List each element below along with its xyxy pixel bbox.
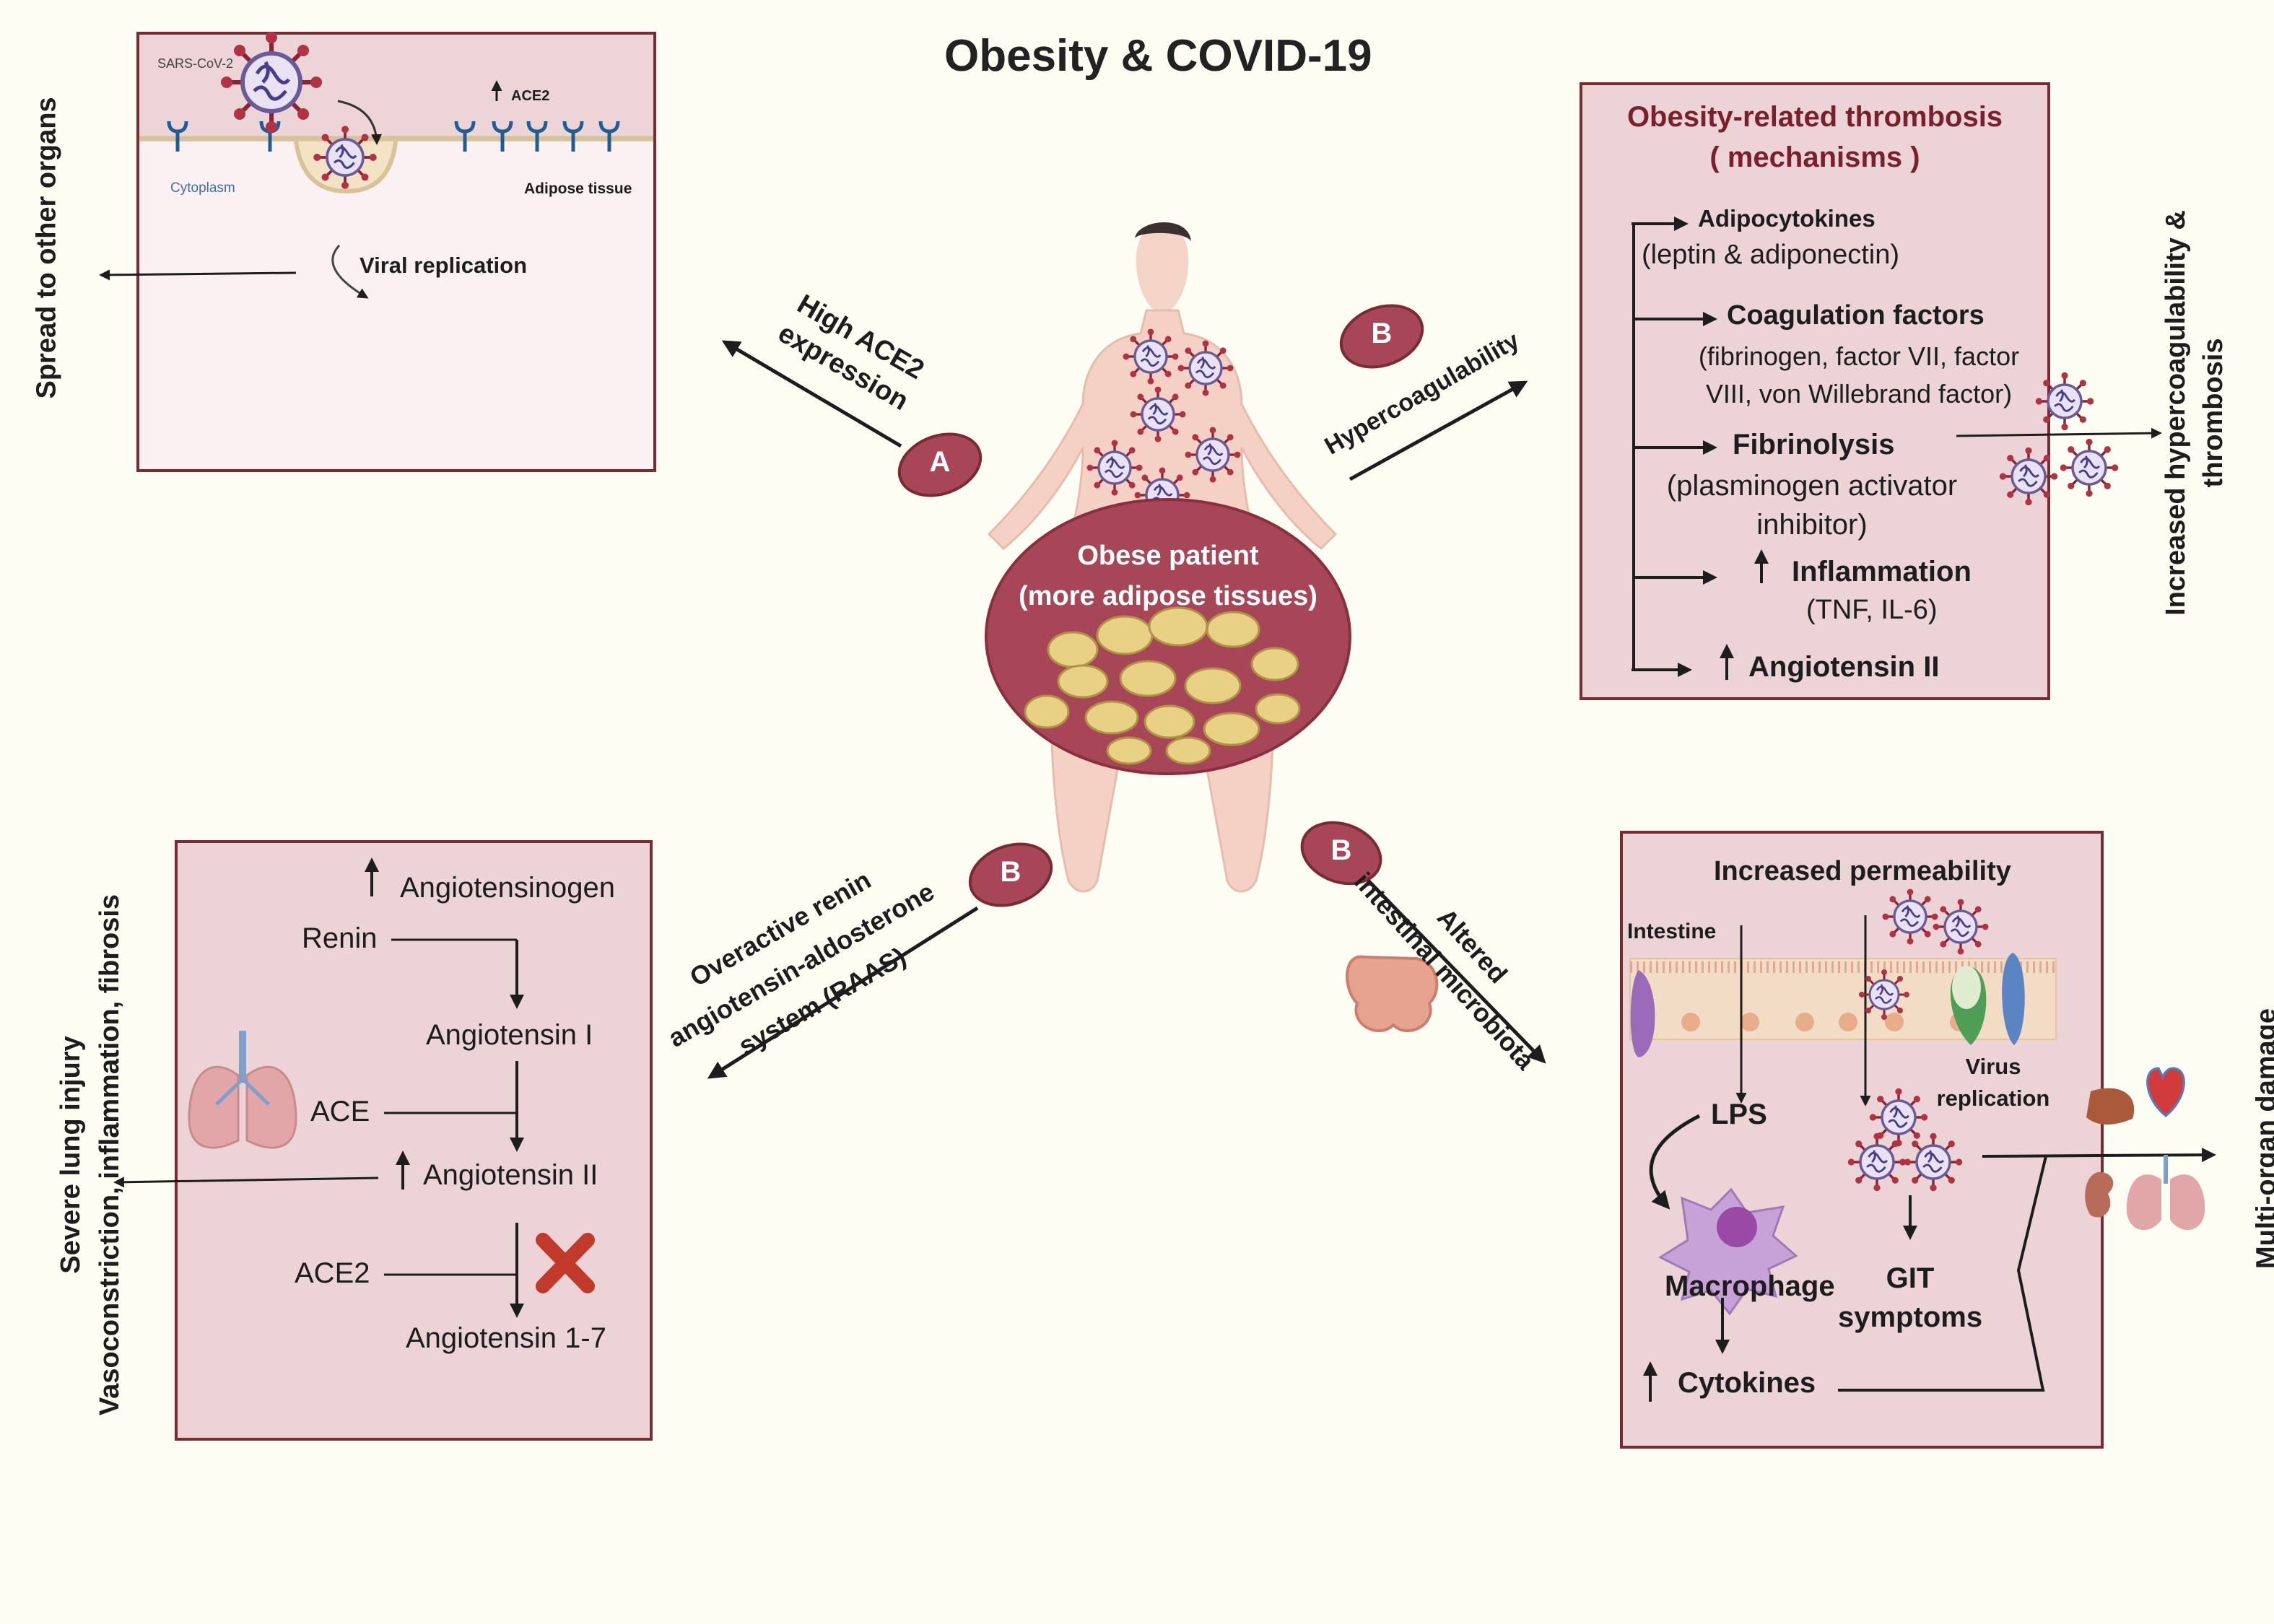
fibrinolysis-sub-line2: inhibitor)	[1756, 509, 1868, 541]
virus-replication-line1: Virus	[1965, 1054, 2021, 1079]
thrombosis-panel	[1580, 82, 2162, 700]
lung-injury-line2: Vasoconstriction, inflammation, fibrosis	[95, 894, 125, 1416]
fat-cells	[1024, 606, 1301, 765]
obese-patient-label: Obese patient (more adipose tissues)	[988, 536, 1349, 616]
thrombosis-title-line2: ( mechanisms )	[1709, 141, 1920, 173]
increased-hypercoagulability-label: Increased hypercoagulability & thrombosi…	[2157, 196, 2232, 629]
renin-label: Renin	[302, 922, 378, 954]
thrombosis-panel-title: Obesity-related thrombosis ( mechanisms …	[1581, 97, 2049, 178]
coagulation-factors-sub: (fibrinogen, factor VII, factor VIII, vo…	[1668, 338, 2050, 413]
blocked-x-icon	[536, 1233, 595, 1293]
git-line2: symptoms	[1838, 1301, 1983, 1333]
angiotensin-i-label: Angiotensin I	[426, 1019, 593, 1051]
virus-replication-label: Virus replication	[1925, 1051, 2062, 1114]
spread-to-other-organs-label: Spread to other organs	[31, 97, 62, 399]
coagulation-factors-label: Coagulation factors	[1727, 300, 1985, 331]
lps-label: LPS	[1711, 1099, 1767, 1130]
adipocytokines-sub: (leptin & adiponectin)	[1642, 240, 1899, 270]
badge-shapes	[897, 304, 1424, 907]
intestine-icon	[1346, 955, 1439, 1033]
sars-cov-2-label: SARS-CoV-2	[157, 56, 234, 71]
increased-hypercoag-line1: Increased hypercoagulability &	[2161, 210, 2191, 616]
ace2-raas-label: ACE2	[295, 1257, 370, 1289]
adipose-infection-panel	[99, 32, 656, 472]
adipose-tissue-label: Adipose tissue	[524, 180, 632, 197]
cytoplasm-label: Cytoplasm	[170, 180, 235, 196]
ace2-increase-label: ACE2	[511, 88, 550, 104]
intestinal-epithelium	[1629, 953, 2057, 1057]
viral-replication-label: Viral replication	[360, 253, 528, 278]
obese-patient-line1: Obese patient	[1077, 541, 1259, 571]
increased-hypercoag-line2: thrombosis	[2198, 338, 2229, 488]
badge-a: A	[929, 446, 951, 478]
badge-b-microbiota: B	[1330, 834, 1352, 866]
obese-patient-figure	[985, 222, 1351, 893]
macrophage-label: Macrophage	[1665, 1270, 1835, 1302]
fibrinolysis-sub: (plasminogen activator inhibitor)	[1639, 466, 1985, 544]
git-line1: GIT	[1886, 1262, 1935, 1294]
fibrinolysis-sub-line1: (plasminogen activator	[1666, 470, 1958, 502]
coagulation-sub-line1: (fibrinogen, factor VII, factor	[1698, 341, 2020, 371]
git-symptoms-label: GIT symptoms	[1838, 1259, 1982, 1337]
intestine-label: Intestine	[1627, 920, 1717, 943]
obese-patient-line2: (more adipose tissues)	[1019, 581, 1317, 611]
badge-b-hypercoag: B	[1371, 318, 1393, 349]
page-title: Obesity & COVID-19	[944, 31, 1372, 81]
angiotensin-ii-raas-label: Angiotensin II	[423, 1159, 598, 1191]
lungs-icon	[188, 1031, 297, 1149]
inflammation-label: Inflammation	[1792, 556, 1972, 588]
increased-permeability-title: Increased permeability	[1714, 856, 2011, 886]
macrophage-icon	[1657, 1187, 1798, 1316]
severe-lung-injury-label: Severe lung injury Vasoconstriction, inf…	[51, 888, 129, 1422]
organs-icons	[2085, 1067, 2205, 1231]
raas-panel	[113, 840, 653, 1441]
ace-label: ACE	[310, 1096, 370, 1127]
sars-cov-2-icon	[221, 32, 322, 133]
angiotensin-1-7-label: Angiotensin 1-7	[406, 1322, 606, 1354]
adipocytokines-label: Adipocytokines	[1698, 205, 1876, 232]
fibrinolysis-label: Fibrinolysis	[1733, 429, 1895, 460]
angiotensin-ii-thrombosis-label: Angiotensin II	[1748, 651, 1940, 683]
internalized-virus-icon	[312, 124, 378, 191]
lung-injury-line1: Severe lung injury	[56, 1036, 86, 1274]
inflammation-sub: (TNF, IL-6)	[1806, 595, 1938, 625]
angiotensinogen-label: Angiotensinogen	[400, 872, 616, 904]
cytokines-label: Cytokines	[1678, 1367, 1816, 1399]
badge-b-raas: B	[1000, 856, 1021, 888]
coagulation-sub-line2: VIII, von Willebrand factor)	[1705, 379, 2013, 409]
gut-panel	[1620, 831, 2216, 1449]
thrombosis-title-line1: Obesity-related thrombosis	[1626, 101, 2003, 133]
multi-organ-damage-label: Multi-organ damage	[2251, 1008, 2274, 1270]
virus-replication-line2: replication	[1936, 1086, 2050, 1111]
